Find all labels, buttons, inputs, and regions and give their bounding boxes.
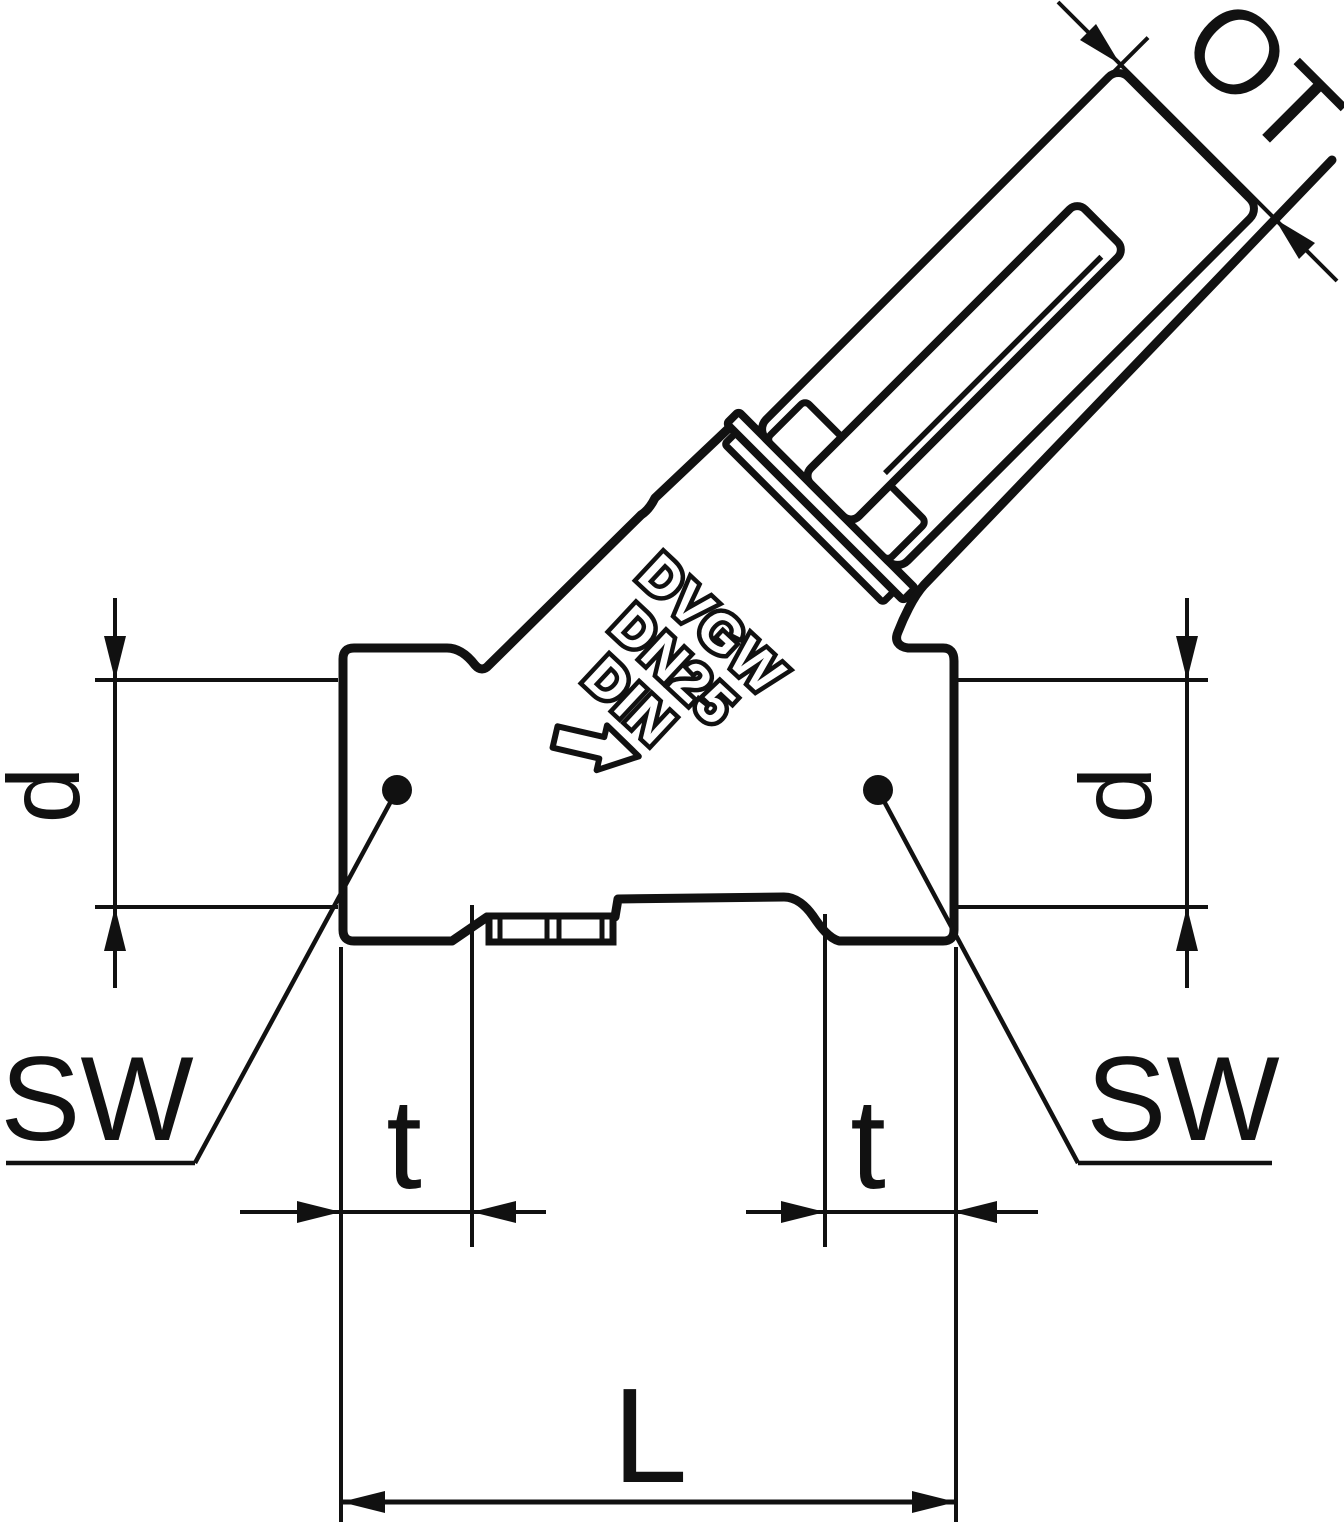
arrowhead-down-icon (104, 636, 126, 680)
leader-line (876, 788, 1080, 1165)
drain-plug-body (485, 912, 617, 946)
dimension-length (339, 947, 958, 1522)
arrowhead-up-icon (104, 907, 126, 951)
arrowhead-up-icon (1176, 907, 1198, 951)
drain-plug (485, 912, 617, 946)
arrowhead-left-icon (953, 1201, 997, 1223)
leader-dot-icon (863, 775, 893, 805)
valve-spindle (803, 202, 1125, 524)
arrowhead-right-icon (781, 1201, 825, 1223)
label-d-right: d (1059, 767, 1173, 824)
valve-body-outline (338, 155, 1337, 946)
label-length: L (612, 1360, 687, 1511)
arrowhead-left-icon (472, 1201, 516, 1223)
flow-direction-arrow-icon (549, 722, 642, 774)
label-sw-right: SW (1086, 1032, 1279, 1166)
leader-sw-left (6, 788, 399, 1166)
arrowhead-right-icon (912, 1491, 956, 1513)
spindle-highlight-line (883, 254, 1104, 476)
arrowhead-diagonal-icon (1080, 24, 1120, 64)
label-t-right: t (850, 1073, 886, 1216)
label-sw-left: SW (0, 1032, 193, 1166)
dimension-d-left (95, 598, 338, 988)
leader-dot-icon (382, 775, 412, 805)
leader-sw-right (876, 788, 1272, 1166)
leader-line (193, 788, 399, 1165)
bonnet-assembly (722, 36, 1258, 605)
arrowhead-left-icon (341, 1491, 385, 1513)
ot-extension-line (1111, 36, 1150, 75)
arrowhead-diagonal-icon (1275, 219, 1315, 259)
label-t-left: t (386, 1073, 422, 1216)
label-d-left: d (0, 767, 101, 824)
arrowhead-down-icon (1176, 636, 1198, 680)
dimension-t-right (746, 914, 1038, 1247)
arrowhead-right-icon (297, 1201, 341, 1223)
